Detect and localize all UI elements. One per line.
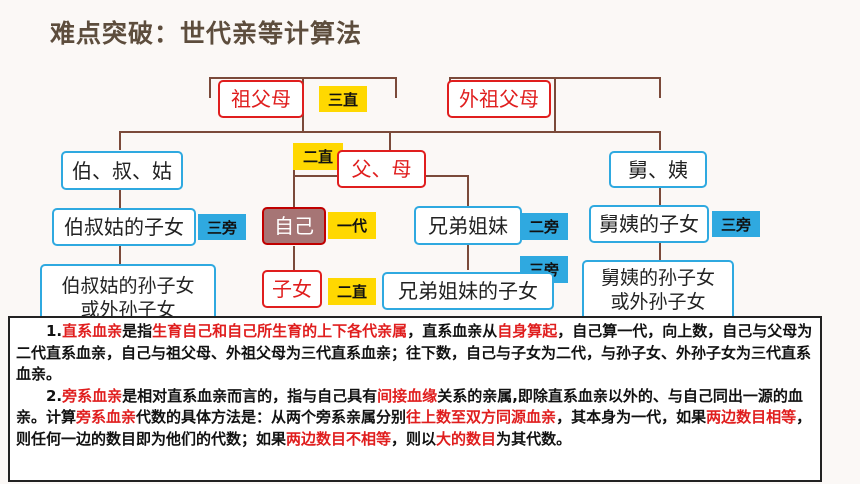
node-maternal-cousins-children: 舅姨的孙子女 或外孙子女 — [582, 260, 734, 322]
text-seg: 关系的亲属,即除直系血亲以外的、与自己同出一源的血亲。计算 — [16, 386, 803, 427]
text-seg: ，直系血亲从 — [407, 322, 498, 340]
node-siblings: 兄弟姐妹 — [414, 206, 522, 245]
page-title: 难点突破：世代亲等计算法 — [50, 19, 363, 48]
text-seg: 是指 — [122, 322, 153, 340]
tag-parents: 二直 — [293, 143, 343, 170]
node-uncles-aunts: 伯、叔、姑 — [61, 151, 183, 190]
paragraph-lineal: 1.直系血亲是指生育自己和自己所生育的上下各代亲属，直系血亲从自身算起，自己算一… — [16, 321, 814, 386]
tag-siblings: 二旁 — [520, 213, 568, 240]
maternal-cousins-children-line2: 或外孙子女 — [610, 291, 706, 313]
text-seg: 为其代数。 — [496, 429, 572, 448]
cousins-children-line2: 或外孙子女 — [80, 299, 176, 321]
text-highlight: 旁系血亲 — [62, 386, 123, 405]
cousins-children-line1: 伯叔姑的孙子女 — [61, 275, 195, 298]
tag-maternal-cousins: 三旁 — [712, 211, 760, 237]
node-cousins: 伯叔姑的子女 — [52, 208, 196, 246]
node-maternal-grandparents: 外祖父母 — [447, 80, 551, 118]
text-highlight: 生育自己和自己所生育的上下各代亲属 — [152, 322, 408, 340]
text-highlight: 两边数目相等 — [706, 408, 797, 426]
text-seg: ，自己算一代，向上数，自己与父母为二代直系血亲，自己与祖父母、外祖父母为三代直系… — [16, 322, 813, 383]
node-siblings-children: 兄弟姐妹的子女 — [382, 272, 554, 310]
node-self: 自己 — [262, 207, 326, 245]
text-highlight: 自身算起 — [497, 322, 558, 340]
text-seg: ，其本身为一代，如果 — [556, 408, 707, 426]
node-children: 子女 — [262, 270, 322, 308]
maternal-cousins-children-line1: 舅姨的孙子女 — [600, 267, 715, 290]
text-seg: 是相对直系血亲而言的，指与自己具有 — [122, 386, 378, 405]
paragraph-collateral: 2.旁系血亲是相对直系血亲而言的，指与自己具有间接血缘关系的亲属,即除直系血亲以… — [16, 386, 814, 451]
text-seg: ，则以 — [391, 429, 437, 448]
text-seg: 代数的具体方法是：从两个旁系亲属分别 — [136, 408, 407, 426]
text-seg: 2. — [46, 386, 63, 405]
tag-children: 二直 — [328, 278, 376, 305]
text-highlight: 旁系血亲 — [76, 408, 137, 426]
text-highlight: 两边数目不相等 — [286, 429, 392, 448]
node-maternal-cousins: 舅姨的子女 — [589, 205, 709, 243]
node-maternal-uncles-aunts: 舅、姨 — [609, 151, 707, 188]
text-highlight: 大的数目 — [436, 429, 497, 448]
tag-grandparents: 三直 — [319, 86, 367, 112]
node-parents: 父、母 — [337, 150, 426, 188]
text-highlight: 间接血缘 — [377, 386, 438, 405]
node-grandparents: 祖父母 — [218, 80, 304, 118]
tag-self: 一代 — [328, 212, 376, 239]
explanation-box: 1.直系血亲是指生育自己和自己所生育的上下各代亲属，直系血亲从自身算起，自己算一… — [8, 316, 822, 482]
text-seg: ，则任何一边的数目即为他们的代数；如果 — [16, 408, 812, 448]
text-highlight: 往上数至双方同源血亲 — [406, 408, 557, 426]
tag-cousins: 三旁 — [198, 214, 246, 240]
text-highlight: 直系血亲 — [62, 322, 123, 340]
text-seg: 1. — [46, 322, 63, 340]
